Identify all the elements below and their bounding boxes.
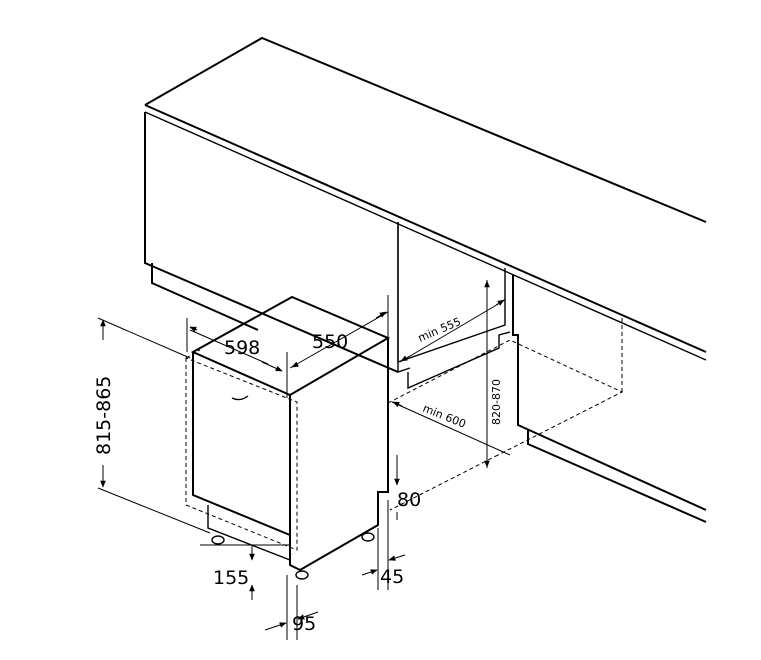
niche-outline-dashed xyxy=(387,318,624,511)
left-cabinet-plinth xyxy=(151,263,259,331)
dimension-lines xyxy=(97,280,511,640)
foot-height-label: 155 xyxy=(213,567,249,589)
niche-depth-label: min 555 xyxy=(416,315,463,345)
niche-floor-edge xyxy=(407,331,511,390)
worktop-front-edge-lower xyxy=(144,111,707,361)
dishwasher-door-dashed xyxy=(185,349,298,551)
width-label: 598 xyxy=(224,337,260,359)
dishwasher-top xyxy=(190,295,391,397)
depth-label: 550 xyxy=(312,331,348,353)
foot-offset-label: 95 xyxy=(292,613,316,635)
left-cabinet-body xyxy=(144,112,399,373)
height-range-label: 815-865 xyxy=(93,376,115,455)
dishwasher-right-side xyxy=(289,338,389,572)
door-handle xyxy=(231,395,249,401)
niche-width-label: min 600 xyxy=(421,402,468,431)
right-cabinet-plinth xyxy=(527,430,707,523)
dishwasher-front xyxy=(192,352,291,537)
kitchen-cabinets xyxy=(144,36,707,523)
dishwasher-plinth xyxy=(207,505,291,561)
dishwasher xyxy=(185,295,391,580)
plinth-depth-label: 45 xyxy=(380,566,404,588)
right-cabinet-body xyxy=(512,275,707,511)
worktop-front-edge xyxy=(144,104,707,353)
worktop-top-face xyxy=(144,36,707,223)
niche-height-label: 820-870 xyxy=(490,379,503,425)
left-cabinet-side xyxy=(397,222,411,373)
foot-front-left xyxy=(211,535,225,545)
plinth-height-label: 80 xyxy=(397,489,421,511)
foot-rear-right xyxy=(361,532,375,542)
foot-front-right xyxy=(295,570,309,580)
niche-back-wall xyxy=(397,222,506,363)
